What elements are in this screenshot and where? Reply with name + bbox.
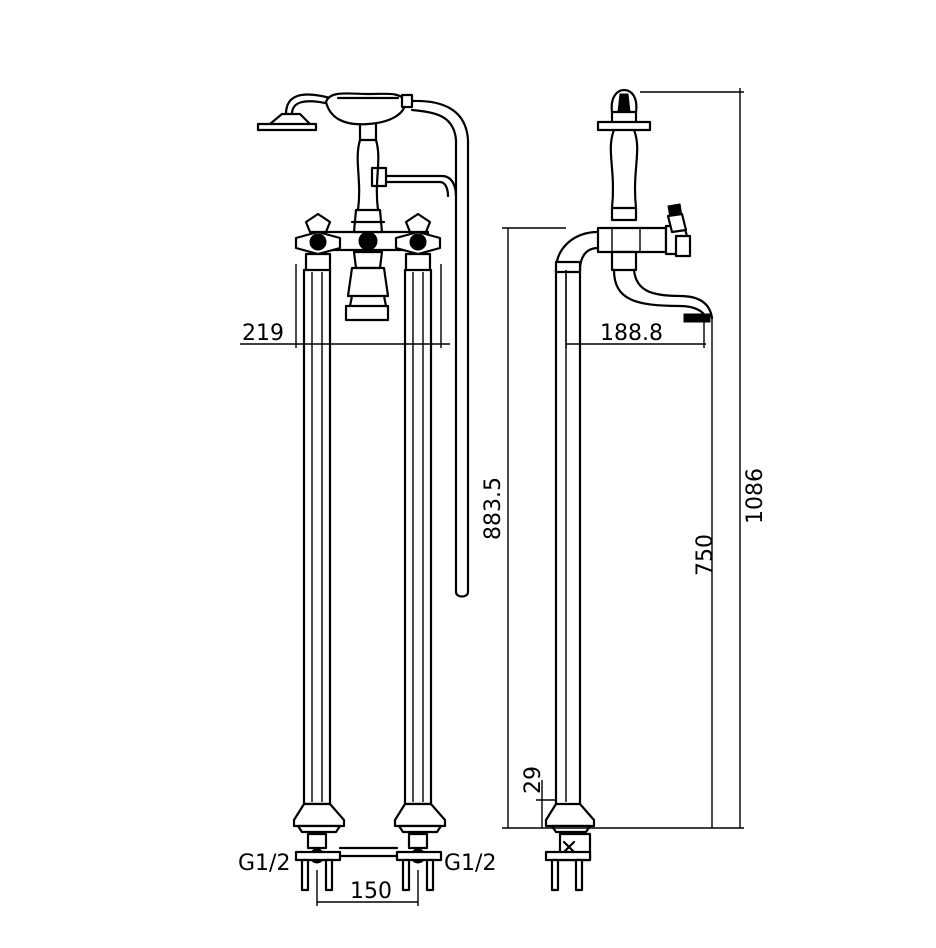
dimension-188-8: 188.8 (565, 270, 706, 348)
side-view: 188.8 883.5 29 750 1086 (481, 88, 768, 892)
dimension-1086-label: 1086 (743, 468, 768, 524)
right-standpipe (393, 268, 447, 834)
dimension-150: 150 (316, 870, 419, 906)
hand-shower-head (256, 93, 332, 132)
dimension-883-5-label: 883.5 (481, 477, 506, 540)
dimension-750-label: 750 (693, 534, 718, 576)
side-body (596, 203, 692, 258)
side-spout (610, 250, 714, 323)
left-cross-handle (294, 212, 342, 274)
shower-hose (370, 99, 470, 598)
side-standpipe (544, 230, 600, 834)
handset-cradle (324, 92, 414, 142)
dimension-150-label: 150 (350, 879, 392, 904)
dimension-1086: 1086 (640, 88, 768, 828)
thread-label-right: G1/2 (444, 851, 496, 876)
left-standpipe (292, 268, 346, 834)
dimension-29: 29 (521, 766, 556, 828)
dimension-219: 219 (240, 264, 450, 348)
right-cross-handle (394, 212, 442, 274)
front-base-connectors (294, 832, 443, 892)
side-top-handle (596, 88, 652, 132)
dimension-188-8-label: 188.8 (600, 321, 663, 346)
dimension-883-5: 883.5 (481, 227, 566, 828)
dimension-29-label: 29 (521, 766, 546, 794)
front-view: 219 150 G1/2 G1/2 (238, 92, 496, 906)
side-riser (609, 128, 639, 222)
dimension-219-label: 219 (242, 321, 284, 346)
center-riser (356, 138, 380, 212)
side-base-connectors (544, 832, 592, 892)
thread-label-left: G1/2 (238, 851, 290, 876)
dimension-750: 750 (693, 318, 718, 828)
